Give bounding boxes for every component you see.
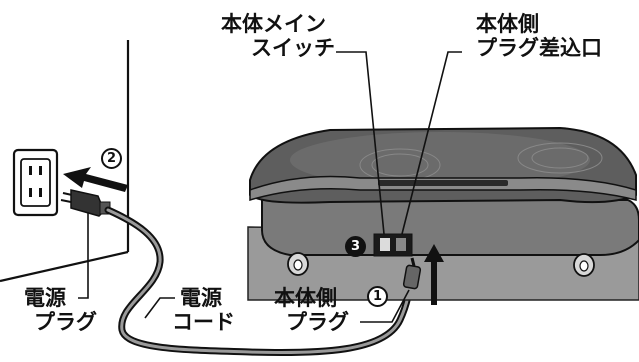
body-plug-label-line2: プラグ <box>286 310 349 334</box>
step-3-marker: 3 <box>345 236 366 257</box>
leader-lines <box>78 51 462 323</box>
step-1-marker: 1 <box>367 286 388 307</box>
power-plug-icon <box>60 189 111 217</box>
body-plug-icon <box>402 257 422 290</box>
insert-up-arrow-icon <box>424 244 444 305</box>
power-cord-label: 電源 コード <box>172 286 235 334</box>
power-plug-label-line1: 電源 <box>24 286 66 310</box>
body-socket-label-line2: プラグ差込口 <box>476 36 602 60</box>
step-2-marker: 2 <box>101 148 122 169</box>
body-socket-label-line1: 本体側 <box>476 12 539 36</box>
body-plug-label-line1: 本体側 <box>274 286 337 310</box>
main-switch-label: 本体メイン スイッチ <box>221 12 335 60</box>
body-socket-label: 本体側 プラグ差込口 <box>476 12 602 60</box>
wall-outlet-icon <box>12 148 59 217</box>
vibration-plate-device <box>249 126 639 277</box>
main-switch-label-line2: スイッチ <box>251 36 335 60</box>
body-plug-label: 本体側 プラグ <box>274 286 349 334</box>
power-plug-label-line2: プラグ <box>34 310 97 334</box>
power-cord-label-line2: コード <box>172 310 235 334</box>
insert-arrow-icon <box>63 167 128 192</box>
main-switch-label-line1: 本体メイン <box>221 12 326 36</box>
power-plug-label: 電源 プラグ <box>24 286 97 334</box>
power-cord-label-line1: 電源 <box>180 286 222 310</box>
